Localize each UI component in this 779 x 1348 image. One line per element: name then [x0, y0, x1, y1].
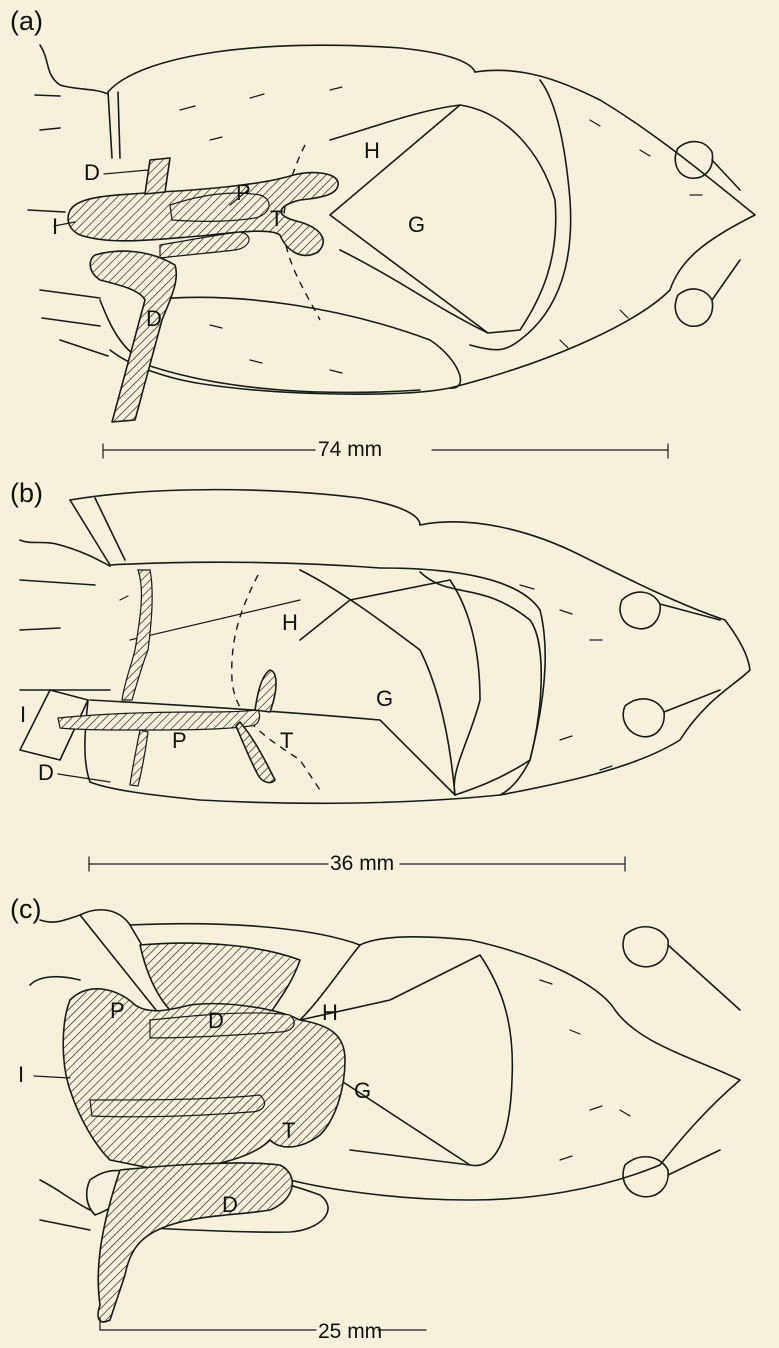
panel-a-label-h: H	[364, 138, 380, 163]
panel-b-label-h: H	[282, 610, 298, 635]
panel-b-outline	[20, 490, 750, 804]
panel-b-label-g: G	[376, 686, 393, 711]
panel-c-label-g: G	[354, 1078, 371, 1103]
panel-b-label-i: I	[20, 702, 26, 727]
panel-a-label-i: I	[52, 214, 58, 239]
panel-c: (c) H G P T I	[10, 894, 740, 1343]
panel-a-label-d-upper: D	[84, 160, 100, 185]
panel-a-hatched-organs	[68, 158, 338, 422]
panel-c-scale-label: 25 mm	[318, 1320, 382, 1343]
panel-c-label-d-upper: D	[208, 1008, 224, 1033]
panel-b-label-t: T	[280, 728, 293, 753]
panel-c-label-t: T	[282, 1118, 295, 1143]
panel-c-label-d-lower: D	[222, 1192, 238, 1217]
panel-a-scale-bar: 74 mm	[103, 438, 668, 461]
panel-a: (a)	[10, 6, 755, 461]
panel-b-scale-bar: 36 mm	[89, 852, 625, 875]
panel-b-scale-label: 36 mm	[330, 852, 394, 875]
panel-a-label-p: P	[236, 180, 251, 205]
panel-a-scale-label: 74 mm	[318, 438, 382, 461]
panel-c-label-i: I	[18, 1062, 24, 1087]
panel-c-label: (c)	[10, 894, 41, 924]
panel-c-label-h: H	[322, 1000, 338, 1025]
panel-b: (b) H	[10, 478, 750, 875]
panel-b-hatched-organs	[58, 570, 276, 786]
panel-a-label: (a)	[10, 6, 43, 36]
panel-b-label-d: D	[38, 760, 54, 785]
panel-c-hatched-organs	[63, 943, 345, 1322]
panel-a-label-t: T	[270, 206, 283, 231]
panel-c-label-p: P	[110, 998, 125, 1023]
panel-a-label-d-lower: D	[146, 306, 162, 331]
panel-c-scale-bar: 25 mm	[100, 1318, 426, 1343]
panel-a-label-g: G	[408, 212, 425, 237]
panel-b-label-p: P	[172, 728, 187, 753]
panel-b-label: (b)	[10, 478, 43, 508]
